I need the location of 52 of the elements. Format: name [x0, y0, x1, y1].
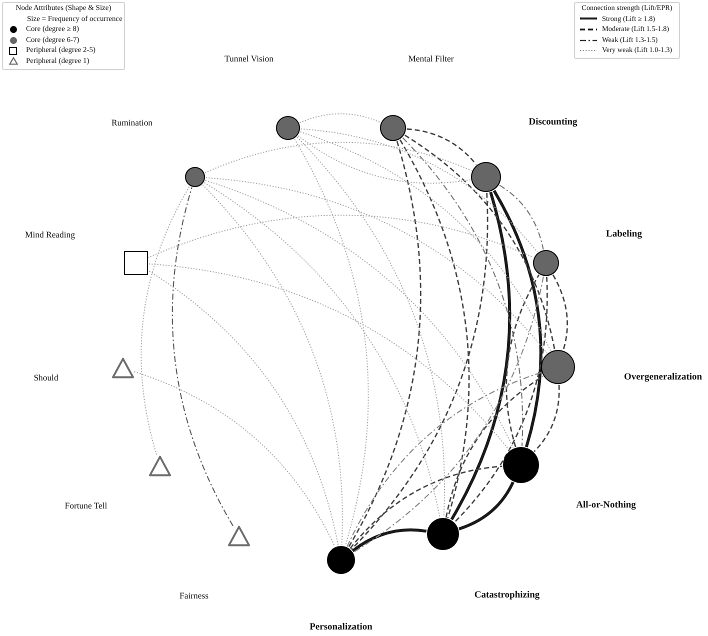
node-label: Overgeneralization — [624, 373, 702, 383]
node-label: Tunnel Vision — [224, 54, 274, 64]
dash-dot-connector — [499, 184, 544, 250]
node-label: Catastrophizing — [474, 591, 540, 601]
dash-dot-connector — [346, 372, 542, 547]
dotted-connector — [300, 128, 538, 253]
dashed-connector — [552, 274, 568, 350]
dashed-connector — [348, 141, 422, 548]
dashed-connector — [534, 384, 560, 452]
dashed-connector — [350, 466, 502, 549]
dotted-connector — [140, 186, 190, 456]
dotted-connector — [205, 177, 548, 354]
node-label: Personalization — [310, 623, 372, 633]
node-label: Discounting — [528, 118, 578, 128]
dashed-connector — [399, 140, 470, 518]
dash-dot-connector — [172, 187, 234, 526]
solid-connector — [450, 192, 512, 520]
solid-connector — [492, 190, 542, 448]
solid-connector — [458, 481, 514, 530]
dotted-connector — [204, 142, 472, 174]
node-label: All-or-Nothing — [576, 501, 636, 511]
dotted-connector — [148, 263, 510, 451]
triangle-node — [228, 525, 250, 547]
dotted-connector — [147, 214, 534, 258]
triangle-node — [112, 357, 134, 379]
dotted-connector — [300, 131, 552, 352]
solid-connector — [352, 528, 427, 552]
dotted-connector — [202, 184, 343, 546]
dashed-connector — [406, 128, 477, 166]
dashed-connector — [506, 274, 540, 448]
node-label: Mind Reading — [25, 230, 75, 240]
node-label: Fortune Tell — [64, 502, 108, 510]
dotted-connector — [296, 136, 445, 518]
node-label: Rumination — [111, 118, 153, 128]
dotted-connector — [204, 182, 440, 518]
node-label: Fairness — [180, 592, 208, 600]
dotted-connector — [134, 371, 336, 548]
dotted-connector — [298, 135, 471, 184]
node-label: Should — [34, 374, 58, 382]
node-label: Labeling — [606, 230, 642, 240]
node-label: Mental Filter — [408, 54, 454, 64]
triangle-node — [149, 455, 171, 477]
dashed-connector — [350, 192, 488, 550]
dash-dot-connector — [353, 276, 544, 553]
dashed-connector — [445, 376, 544, 518]
dash-dot-connector — [402, 137, 524, 446]
dashed-connector — [404, 134, 556, 350]
dotted-connector — [294, 138, 369, 546]
dotted-connector — [204, 180, 514, 448]
square-node — [124, 251, 148, 275]
dashed-connector — [454, 276, 548, 522]
dotted-connector — [299, 113, 381, 124]
